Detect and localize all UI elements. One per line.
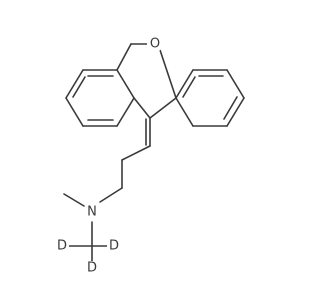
nitrogen-label: N [87,205,97,220]
amine-substituents [63,193,109,263]
oxepine-ring [116,43,177,119]
deuterium-right-label: D [109,239,119,254]
right-benzene-ring [175,69,245,127]
deuterium-atoms: D D D [55,239,121,276]
molecule-structure: O N D D D [55,36,245,276]
left-benzene-ring [65,69,135,127]
deuterium-left-label: D [57,239,67,254]
nitrogen-atom: N [84,204,100,220]
deuterium-bottom-label: D [87,261,97,276]
oxygen-atom: O [147,36,163,52]
propylidene-chain [99,117,151,203]
oxygen-label: O [150,37,160,52]
